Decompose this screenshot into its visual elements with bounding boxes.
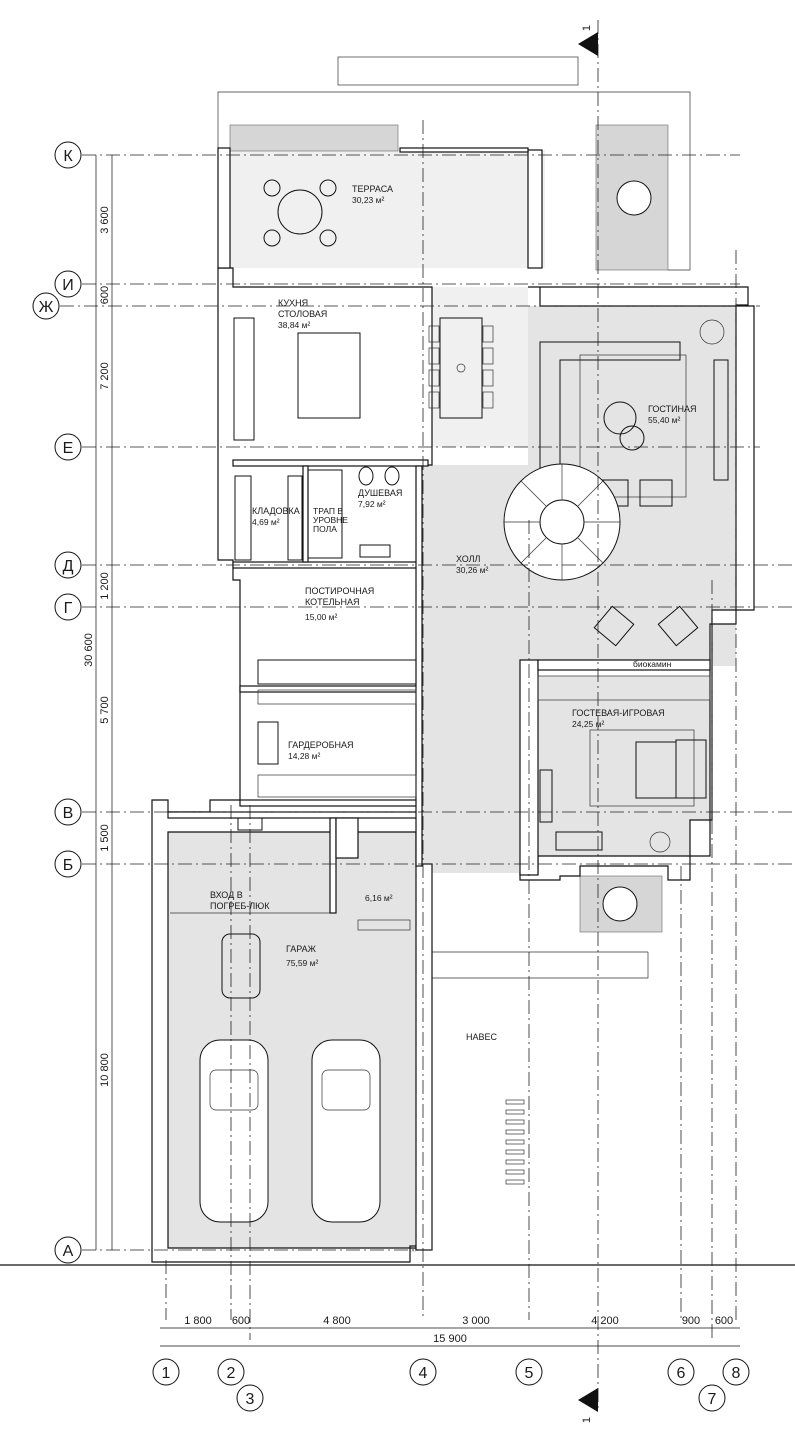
pantry-name: КЛАДОВКА <box>252 506 300 516</box>
dim-vertical-2: 5 700 <box>99 696 111 724</box>
dim-horizontal-total: 15 900 <box>433 1333 467 1345</box>
dim-horizontal-0: 1 800 <box>184 1315 212 1327</box>
axis-bubble-e <box>54 433 82 461</box>
axis-bubble-a <box>54 1236 82 1264</box>
laundry-wardrobe-fixtures <box>257 659 417 798</box>
axis-bubble-1 <box>152 1358 180 1386</box>
dimension-lines <box>95 155 740 1347</box>
fireplace-label: биокамин <box>633 659 672 669</box>
axis-bubble-2 <box>217 1358 245 1386</box>
vertical-grid <box>165 20 737 1410</box>
shower-note-line3: ПОЛА <box>313 524 337 534</box>
guest-area: 24,25 м² <box>572 719 604 729</box>
garage-area: 75,59 м² <box>286 958 318 968</box>
dim-vertical-total: 30 600 <box>83 633 95 667</box>
axis-label-3: 3 <box>246 1391 255 1408</box>
axis-bubble-k <box>54 141 82 169</box>
axis-bubble-b <box>54 850 82 878</box>
axis-bubble-4 <box>409 1358 437 1386</box>
axis-label-zh: Ж <box>39 299 54 316</box>
pantry-area: 4,69 м² <box>252 517 280 527</box>
axis-label-8: 8 <box>732 1365 741 1382</box>
shower-area: 7,92 м² <box>358 499 386 509</box>
dim-vertical-3: 1 200 <box>99 572 111 600</box>
terrace-area: 30,23 м² <box>352 195 384 205</box>
living-name: ГОСТИНАЯ <box>648 404 697 414</box>
spiral-staircase <box>503 463 621 581</box>
kitchen-furniture <box>233 317 494 441</box>
kitchen-name-line2: СТОЛОВАЯ <box>278 309 327 319</box>
axis-label-i: И <box>62 277 74 294</box>
garage-name: ГАРАЖ <box>286 944 317 954</box>
axis-bubble-3 <box>236 1384 264 1412</box>
axis-bubble-zh <box>32 292 60 320</box>
axis-label-2: 2 <box>227 1365 236 1382</box>
dim-horizontal-6: 600 <box>715 1315 733 1327</box>
axis-bubble-6 <box>667 1358 695 1386</box>
dim-horizontal-3: 3 000 <box>462 1315 490 1327</box>
shower-note-line1: ТРАП В <box>313 506 343 516</box>
pantry-shower-fixtures <box>234 466 400 561</box>
living-area: 55,40 м² <box>648 415 680 425</box>
dim-vertical-6: 3 600 <box>99 206 111 234</box>
small-room-area: 6,16 м² <box>365 893 393 903</box>
axis-label-5: 5 <box>525 1365 534 1382</box>
laundry-area: 15,00 м² <box>305 612 337 622</box>
guest-name: ГОСТЕВАЯ-ИГРОВАЯ <box>572 708 665 718</box>
garage-vehicles <box>170 817 411 1223</box>
stone-paving <box>229 124 669 933</box>
axis-label-g: Г <box>64 600 73 617</box>
axis-label-1: 1 <box>162 1365 171 1382</box>
axis-label-d: Д <box>63 558 74 575</box>
shower-name: ДУШЕВАЯ <box>358 488 402 498</box>
dim-vertical-4: 7 200 <box>99 362 111 390</box>
dim-horizontal-2: 4 800 <box>323 1315 351 1327</box>
axis-label-v: В <box>63 805 74 822</box>
section-mark-top-label: 1 <box>581 25 593 31</box>
terrace-name: ТЕРРАСА <box>352 184 393 194</box>
canopy-hatch <box>505 1099 525 1185</box>
shower-note-line2: УРОВНЕ <box>313 515 348 525</box>
canopy-name: НАВЕС <box>466 1032 498 1042</box>
dim-vertical-1: 1 500 <box>99 824 111 852</box>
laundry-name-line2: КОТЕЛЬНАЯ <box>305 597 359 607</box>
cellar-name-line2: ПОГРЕБ-ЛЮК <box>210 901 270 911</box>
laundry-name-line1: ПОСТИРОЧНАЯ <box>305 586 374 596</box>
axis-bubble-8 <box>722 1358 750 1386</box>
section-mark-bottom-label: 1 <box>581 1417 593 1423</box>
dim-horizontal-1: 600 <box>232 1315 250 1327</box>
axis-bubble-d <box>54 551 82 579</box>
axis-bubble-5 <box>515 1358 543 1386</box>
axis-bubble-7 <box>698 1384 726 1412</box>
hall-name: ХОЛЛ <box>456 554 481 564</box>
cellar-name-line1: ВХОД В <box>210 890 243 900</box>
horizontal-grid <box>60 154 795 1251</box>
axis-bubble-v <box>54 798 82 826</box>
kitchen-name-line1: КУХНЯ <box>278 298 308 308</box>
axis-label-e: Е <box>63 440 74 457</box>
kitchen-area: 38,84 м² <box>278 320 310 330</box>
axis-label-k: К <box>63 148 73 165</box>
dim-horizontal-5: 900 <box>682 1315 700 1327</box>
axis-bubble-g <box>54 593 82 621</box>
dim-horizontal-4: 4 200 <box>591 1315 619 1327</box>
axis-label-a: А <box>63 1243 74 1260</box>
terrace-furniture <box>263 179 337 247</box>
wardrobe-name: ГАРДЕРОБНАЯ <box>288 740 354 750</box>
axis-label-6: 6 <box>677 1365 686 1382</box>
axis-label-b: Б <box>63 857 74 874</box>
axis-bubble-i <box>54 270 82 298</box>
wardrobe-area: 14,28 м² <box>288 751 320 761</box>
axis-label-4: 4 <box>419 1365 428 1382</box>
section-marks <box>578 32 598 1412</box>
dim-vertical-5: 600 <box>99 286 111 304</box>
dim-vertical-0: 10 800 <box>99 1053 111 1087</box>
axis-label-7: 7 <box>708 1391 717 1408</box>
hall-area: 30,26 м² <box>456 565 488 575</box>
guest-furniture <box>537 675 711 853</box>
